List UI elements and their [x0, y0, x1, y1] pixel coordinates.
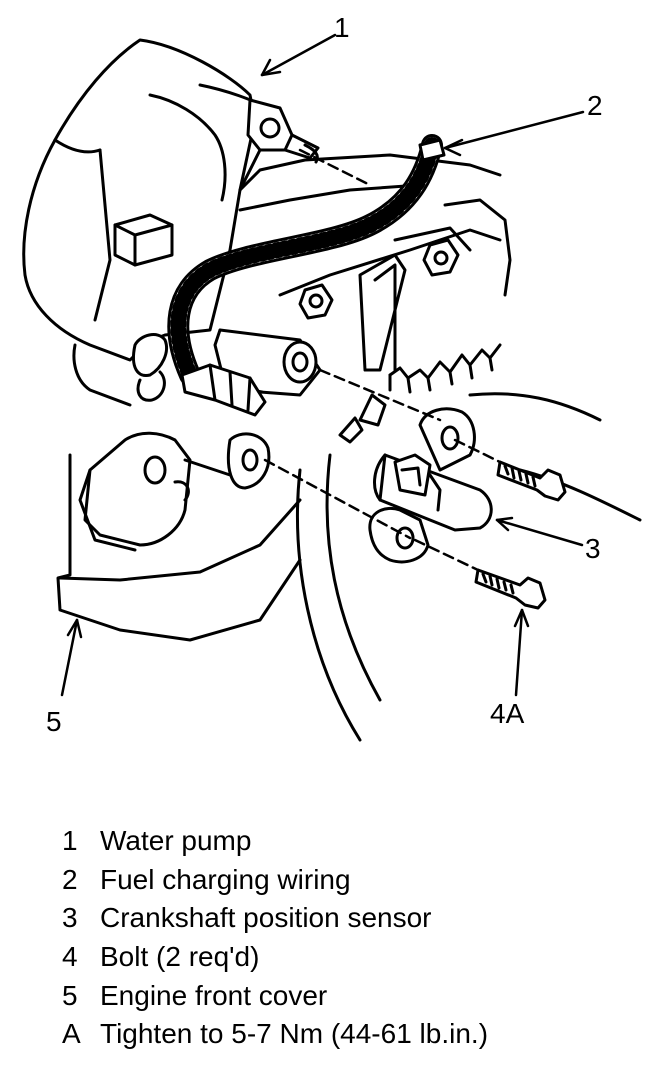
fuel-wiring-illustration	[167, 134, 446, 417]
legend: 1 Water pump 2 Fuel charging wiring 3 Cr…	[62, 822, 642, 1054]
legend-item: 4 Bolt (2 req'd)	[62, 938, 642, 977]
callout-sensor: 3	[585, 533, 601, 564]
legend-text: Tighten to 5-7 Nm (44-61 lb.in.)	[100, 1018, 489, 1050]
assembly-lines	[263, 148, 502, 572]
sensor-illustration	[368, 407, 493, 564]
callout-water-pump: 1	[334, 12, 350, 43]
callout-bolt: 4A	[490, 698, 525, 729]
legend-text: Bolt (2 req'd)	[100, 941, 260, 973]
legend-item: A Tighten to 5-7 Nm (44-61 lb.in.)	[62, 1015, 642, 1054]
legend-key: 5	[62, 979, 78, 1011]
legend-key: 1	[62, 825, 78, 857]
legend-item: 2 Fuel charging wiring	[62, 861, 642, 900]
legend-text: Crankshaft position sensor	[100, 902, 432, 934]
legend-key: 2	[62, 863, 78, 895]
legend-text: Engine front cover	[100, 979, 328, 1011]
legend-item: 3 Crankshaft position sensor	[62, 899, 642, 938]
bolt-illustration	[474, 460, 567, 610]
callout-fuel-wiring: 2	[587, 90, 603, 121]
leader-lines	[60, 33, 585, 697]
legend-text: Water pump	[100, 825, 252, 857]
front-cover-illustration	[56, 431, 302, 642]
legend-item: 5 Engine front cover	[62, 976, 642, 1015]
callout-front-cover: 5	[46, 706, 62, 737]
legend-key: A	[62, 1018, 81, 1050]
legend-item: 1 Water pump	[62, 822, 642, 861]
engine-diagram	[22, 33, 642, 742]
legend-text: Fuel charging wiring	[100, 863, 351, 895]
legend-key: 3	[62, 902, 78, 934]
legend-key: 4	[62, 941, 78, 973]
